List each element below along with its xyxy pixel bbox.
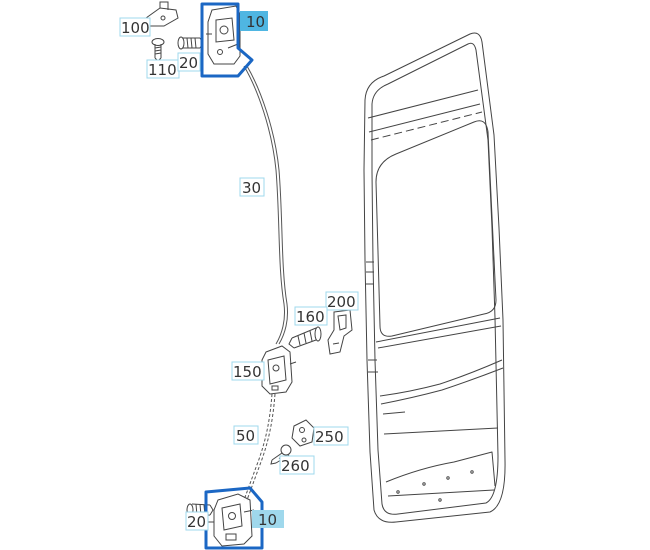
callout-label-250: 250 [315, 428, 344, 446]
screw-110 [151, 38, 165, 62]
callout-box-200: 200 [325, 291, 359, 311]
lock-10-top [206, 5, 241, 65]
callout-box-20-top: 20 [177, 52, 201, 72]
callout-label-160: 160 [296, 308, 325, 326]
handle-200 [327, 309, 353, 355]
callout-box-100: 100 [119, 17, 151, 37]
callout-label-110: 110 [148, 61, 177, 79]
callout-label-10-bottom: 10 [258, 511, 277, 529]
highlight-box-10-top [200, 2, 254, 78]
striker-250 [291, 419, 315, 447]
callout-box-10-top: 10 [240, 11, 268, 31]
cable-30 [243, 65, 288, 345]
bolt-160 [288, 326, 322, 349]
cable-50 [243, 393, 276, 501]
callout-box-150: 150 [231, 361, 265, 381]
callout-box-160: 160 [294, 306, 328, 326]
callout-label-30: 30 [242, 179, 261, 197]
callout-box-20-bottom: 20 [185, 511, 209, 531]
bolt-20-top [177, 36, 204, 50]
callout-label-50: 50 [236, 427, 255, 445]
callout-box-250: 250 [313, 426, 349, 446]
lock-10-bottom [208, 493, 255, 547]
callout-label-200: 200 [327, 293, 356, 311]
callout-label-10-top: 10 [246, 13, 265, 31]
callout-label-20-top: 20 [179, 54, 198, 72]
callout-box-260: 260 [279, 455, 315, 475]
callout-box-30: 30 [239, 177, 265, 197]
callout-box-110: 110 [146, 59, 180, 79]
bracket-100 [145, 1, 179, 27]
callout-label-260: 260 [281, 457, 310, 475]
callout-box-50: 50 [233, 425, 259, 445]
callout-label-20-bottom: 20 [187, 513, 206, 531]
callout-box-10-bottom: 10 [252, 510, 284, 529]
callout-label-100: 100 [121, 19, 150, 37]
rear-door-panel [363, 32, 506, 523]
callout-label-150: 150 [233, 363, 262, 381]
